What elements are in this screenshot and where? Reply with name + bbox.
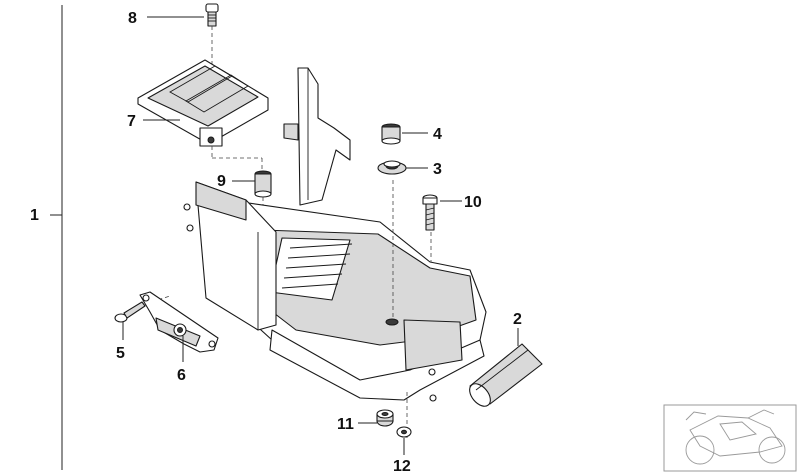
part-5-screw xyxy=(114,295,171,323)
callout-10: 10 xyxy=(464,194,482,211)
part-6-bracket xyxy=(139,291,219,353)
callout-12: 12 xyxy=(393,458,411,473)
callout-1: 1 xyxy=(30,207,39,224)
part-10-bolt xyxy=(422,194,438,231)
callout-2: 2 xyxy=(513,311,522,328)
motorcycle-thumbnail xyxy=(663,404,797,472)
part-12-washer xyxy=(396,426,412,438)
callout-9: 9 xyxy=(217,173,226,190)
callout-6: 6 xyxy=(177,367,186,384)
callout-3: 3 xyxy=(433,161,442,178)
callout-11: 11 xyxy=(337,416,354,433)
part-2-sleeve xyxy=(469,343,543,407)
assembly-bracket xyxy=(50,5,63,470)
part-3-washer xyxy=(377,160,407,175)
callout-8: 8 xyxy=(128,10,137,27)
part-11-nut xyxy=(376,409,394,427)
part-1-battery-tray xyxy=(183,180,487,440)
callout-7: 7 xyxy=(127,113,136,130)
callout-5: 5 xyxy=(116,345,125,362)
rear-bracket xyxy=(283,67,351,206)
part-7-cover-plate xyxy=(137,59,269,170)
leader-lines xyxy=(122,16,519,455)
callout-4: 4 xyxy=(433,126,442,143)
part-4-bushing xyxy=(381,123,401,145)
